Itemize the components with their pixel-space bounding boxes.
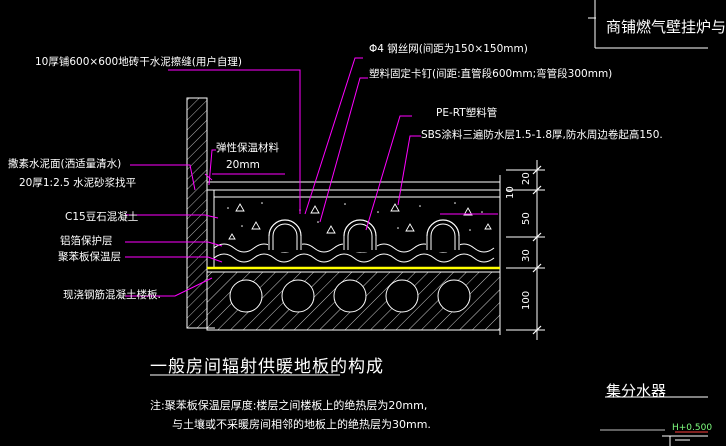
heating-pipe [343, 219, 377, 253]
elevation-label: H+0.500 [672, 423, 713, 433]
dimension-label: 100 [521, 290, 532, 310]
heating-pipe [426, 219, 460, 253]
note-line-1: 注:聚苯板保温层厚度:楼层之间楼板上的绝热层为20mm, [150, 399, 428, 412]
corner-title: 商铺燃气壁挂炉与 [606, 18, 726, 36]
elastic-insulation-label: 弹性保温材料 [216, 142, 279, 154]
cement-slurry-label: 撒素水泥面(洒适量清水) [8, 158, 122, 170]
note-line-2: 与土壤或不采暖房间相邻的地板上的绝热层为30mm. [172, 418, 431, 431]
dimension-label: 30 [521, 249, 532, 262]
drawing-title: 一般房间辐射供暖地板的构成 [150, 357, 384, 377]
floor-section-drawing [125, 0, 708, 446]
polystyrene-label: 聚苯板保温层 [58, 251, 121, 263]
wire-mesh-label: Φ4 钢丝网(间距为150×150mm) [369, 43, 528, 55]
slab-voids [229, 279, 471, 313]
dimension-label: 50 [521, 212, 532, 225]
wall-section [186, 97, 208, 329]
aggregate-dots [227, 202, 483, 231]
heating-pipe [268, 219, 302, 253]
aggregate-marks [228, 203, 492, 240]
tile-label: 10厚铺600×600地砖干水泥擦缝(用户自理) [35, 56, 242, 68]
leader-lines [125, 57, 421, 297]
foil-label: 铝箔保护层 [60, 235, 113, 247]
waterproof-label: SBS涂料三遍防水层1.5-1.8厚,防水周边卷起高150. [421, 129, 663, 141]
slab-label: 现浇钢筋混凝土楼板. [63, 289, 161, 301]
pipe-label: PE-RT塑料管 [436, 107, 498, 119]
manifold-label: 集分水器 [606, 382, 667, 400]
dimension-label: 20 [521, 172, 532, 185]
clip-label: 塑料固定卡钉(间距:直管段600mm;弯管段300mm) [369, 68, 613, 80]
leveling-label: 20厚1:2.5 水泥砂浆找平 [19, 177, 137, 189]
concrete-label: C15豆石混凝土 [65, 211, 139, 223]
elastic-thickness-label: 20mm [226, 159, 260, 171]
elevation-mark [662, 435, 708, 446]
dimension-label: 10 [505, 186, 516, 199]
